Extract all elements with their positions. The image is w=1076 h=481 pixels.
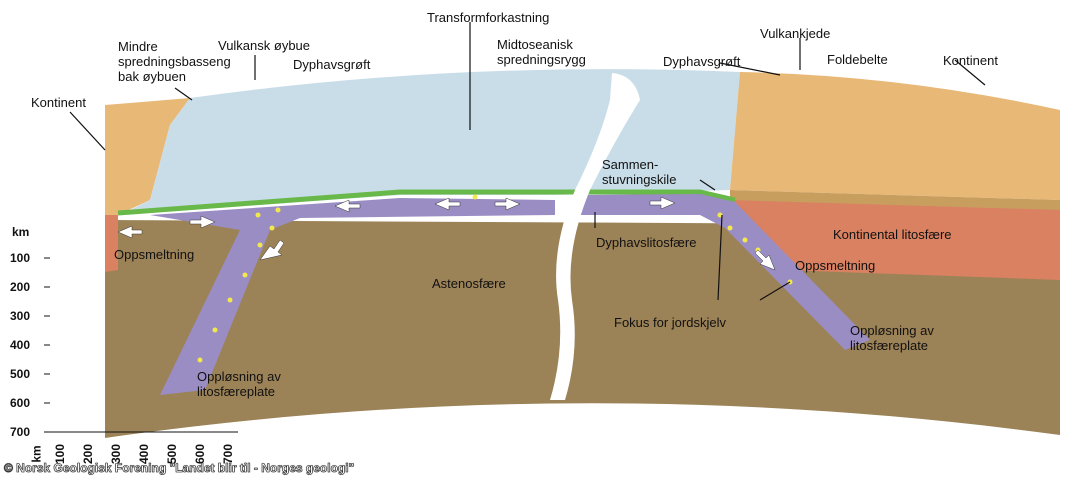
label-midtoseanisk-spredningsrygg: Midtoseanisk spredningsrygg bbox=[497, 37, 586, 67]
label-opplosning-right: Oppløsning av litosfæreplate bbox=[850, 323, 934, 353]
depth-tick: 400 bbox=[10, 338, 30, 352]
depth-unit: km bbox=[12, 225, 29, 239]
label-fokus-for-jordskjelv: Fokus for jordskjelv bbox=[614, 315, 726, 330]
label-foldebelte: Foldebelte bbox=[827, 52, 888, 67]
depth-tick: 500 bbox=[10, 367, 30, 381]
depth-tick: 600 bbox=[10, 396, 30, 410]
label-kontinental-litosfaere: Kontinental litosfære bbox=[833, 227, 952, 242]
label-astenosfaere: Astenosfære bbox=[432, 276, 506, 291]
label-kontinent-left: Kontinent bbox=[31, 95, 86, 110]
label-transformforkastning: Transformforkastning bbox=[427, 10, 549, 25]
label-vulkankjede: Vulkankjede bbox=[760, 26, 830, 41]
depth-tick: 300 bbox=[10, 309, 30, 323]
label-vulkansk-oybue: Vulkansk øybue bbox=[218, 38, 310, 53]
label-kontinent-right: Kontinent bbox=[943, 53, 998, 68]
depth-tick: 100 bbox=[10, 251, 30, 265]
depth-tick: 200 bbox=[10, 280, 30, 294]
label-dyphavsgroft-right: Dyphavsgrøft bbox=[663, 54, 740, 69]
label-oppsmeltning-left: Oppsmeltning bbox=[114, 247, 194, 262]
label-dyphavsgroft-left: Dyphavsgrøft bbox=[293, 57, 370, 72]
label-sammenstuvningskile: Sammen- stuvningskile bbox=[602, 157, 676, 187]
label-opplosning-left: Oppløsning av litosfæreplate bbox=[197, 369, 281, 399]
depth-tick: 700 bbox=[10, 425, 30, 439]
label-oppsmeltning-right: Oppsmeltning bbox=[795, 258, 875, 273]
continental-lithosphere-left bbox=[105, 210, 118, 272]
label-mindre-spredningsbasseng: Mindre spredningsbasseng bak øybuen bbox=[118, 39, 231, 84]
continent-right-top bbox=[730, 72, 1060, 200]
copyright-credit: © Norsk Geologisk Forening "Landet blir … bbox=[4, 461, 354, 475]
label-dyphavslitosfaere: Dyphavslitosfære bbox=[596, 235, 696, 250]
